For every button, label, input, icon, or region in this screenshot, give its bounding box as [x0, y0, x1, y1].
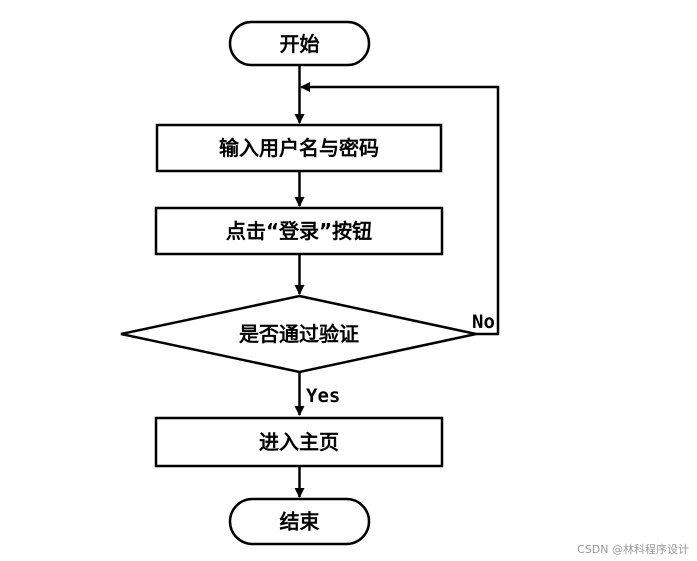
arrow-no-loop-back: [300, 82, 500, 336]
watermark-text: CSDN @林科程序设计: [577, 542, 689, 556]
decision-node-label: 是否通过验证: [238, 322, 359, 346]
input-node: 输入用户名与密码: [155, 123, 443, 173]
decision-node: 是否通过验证: [120, 294, 477, 374]
end-node-shape: [228, 497, 371, 546]
click-login-node-label: 点击“登录”按钮: [226, 219, 372, 243]
click-login-node: 点击“登录”按钮: [154, 206, 444, 256]
no-edge-label: No: [472, 311, 495, 333]
yes-edge-label: Yes: [306, 385, 340, 407]
enter-home-node-label: 进入主页: [259, 430, 339, 454]
end-node: 结束: [228, 497, 371, 546]
end-node-label: 结束: [280, 510, 321, 534]
start-node: 开始: [228, 20, 371, 67]
enter-home-node: 进入主页: [154, 416, 444, 468]
start-node-label: 开始: [280, 32, 320, 56]
input-node-shape: [155, 123, 443, 173]
input-node-label: 输入用户名与密码: [219, 136, 379, 160]
